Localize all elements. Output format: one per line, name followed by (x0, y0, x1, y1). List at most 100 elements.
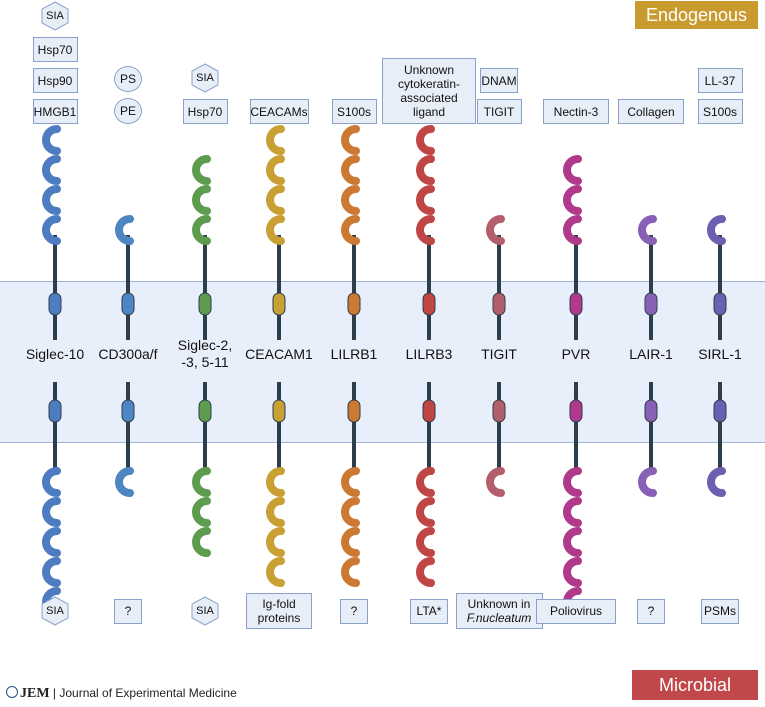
endogenous-ligand: PE (114, 98, 142, 124)
ig-domain (341, 497, 360, 527)
receptor-9 (707, 215, 727, 497)
ig-domain (192, 215, 211, 245)
ig-domain (42, 185, 61, 215)
journal-name-text: Journal of Experimental Medicine (59, 686, 237, 700)
endogenous-ligand: CEACAMs (249, 99, 309, 124)
ig-domain (416, 527, 435, 557)
ig-domain (416, 467, 435, 497)
endogenous-ligand: Hsp90 (32, 68, 78, 93)
receptor-tm-top (713, 292, 727, 316)
endogenous-ligand: Collagen (618, 99, 684, 124)
receptor-tm-top (422, 292, 436, 316)
jem-logo-icon (6, 686, 18, 698)
receptor-tm-top (492, 292, 506, 316)
jem-logo-text: JEM (20, 686, 50, 701)
endogenous-ligand: DNAM (480, 68, 518, 93)
receptor-tm-bottom (48, 399, 62, 423)
receptor-name: LILRB3 (405, 346, 453, 362)
receptor-tm-bottom (569, 399, 583, 423)
microbial-ligand: SIA (40, 596, 70, 626)
ig-domain (416, 215, 435, 245)
receptor-name: TIGIT (481, 346, 517, 362)
receptor-tm-top (644, 292, 658, 316)
ig-domain (416, 557, 435, 587)
ig-domain (42, 155, 61, 185)
receptor-tm-top (569, 292, 583, 316)
receptor-name: SIRL-1 (698, 346, 742, 362)
microbial-tag: Microbial (632, 670, 758, 700)
ig-domain (416, 125, 435, 155)
receptor-0 (42, 125, 62, 617)
ig-domain (266, 557, 285, 587)
receptor-2 (192, 155, 212, 557)
receptor-tm-top (347, 292, 361, 316)
ig-domain (266, 527, 285, 557)
microbial-ligand: Poliovirus (536, 598, 616, 624)
microbial-ligand: ? (114, 598, 142, 624)
ig-domain (266, 125, 285, 155)
ig-domain (192, 185, 211, 215)
ig-domain (341, 215, 360, 245)
ig-domain (563, 185, 582, 215)
endogenous-ligand: HMGB1 (32, 99, 78, 124)
receptor-name: CD300a/f (98, 346, 158, 362)
ig-domain (563, 215, 582, 245)
ig-domain (192, 467, 211, 497)
ig-domain (341, 185, 360, 215)
receptor-tm-top (198, 292, 212, 316)
ig-domain (563, 497, 582, 527)
ig-domain (341, 467, 360, 497)
receptor-tm-bottom (492, 399, 506, 423)
endogenous-ligand: S100s (331, 99, 377, 124)
receptor-tm-bottom (272, 399, 286, 423)
microbial-ligand: ? (340, 598, 368, 624)
ig-domain (266, 467, 285, 497)
ig-domain (563, 467, 582, 497)
ig-domain (341, 155, 360, 185)
ig-domain (266, 185, 285, 215)
endogenous-ligand: TIGIT (476, 99, 522, 124)
ig-domain (266, 155, 285, 185)
receptor-3 (266, 125, 286, 587)
endogenous-ligand: S100s (697, 99, 743, 124)
endogenous-tag: Endogenous (635, 1, 758, 29)
ig-domain (115, 467, 134, 497)
receptor-name: Siglec-10 (25, 346, 85, 362)
receptor-name: Siglec-2,-3, 5-11 (177, 337, 233, 370)
ig-domain (341, 527, 360, 557)
ig-domain (638, 467, 657, 497)
ig-domain (115, 215, 134, 245)
endogenous-ligand: Hsp70 (182, 99, 228, 124)
receptor-tm-bottom (644, 399, 658, 423)
receptor-tm-bottom (422, 399, 436, 423)
endogenous-ligand: LL-37 (697, 68, 743, 93)
receptor-5 (416, 125, 436, 587)
receptor-tm-top (272, 292, 286, 316)
receptor-tm-bottom (121, 399, 135, 423)
ig-domain (563, 557, 582, 587)
receptor-7 (563, 155, 583, 617)
ig-domain (707, 467, 726, 497)
microbial-ligand: SIA (190, 596, 220, 626)
receptor-tm-top (48, 292, 62, 316)
receptor-name: LILRB1 (330, 346, 378, 362)
receptor-tm-bottom (198, 399, 212, 423)
ig-domain (341, 557, 360, 587)
receptor-8 (638, 215, 658, 497)
ig-domain (486, 467, 505, 497)
ig-domain (486, 215, 505, 245)
ig-domain (42, 497, 61, 527)
microbial-ligand: ? (637, 598, 665, 624)
receptor-tm-top (121, 292, 135, 316)
ig-domain (192, 497, 211, 527)
endogenous-ligand: PS (114, 66, 142, 92)
receptor-name: LAIR-1 (629, 346, 673, 362)
receptor-6 (486, 215, 506, 497)
receptor-name: CEACAM1 (245, 346, 313, 362)
ig-domain (42, 125, 61, 155)
receptor-tm-bottom (713, 399, 727, 423)
